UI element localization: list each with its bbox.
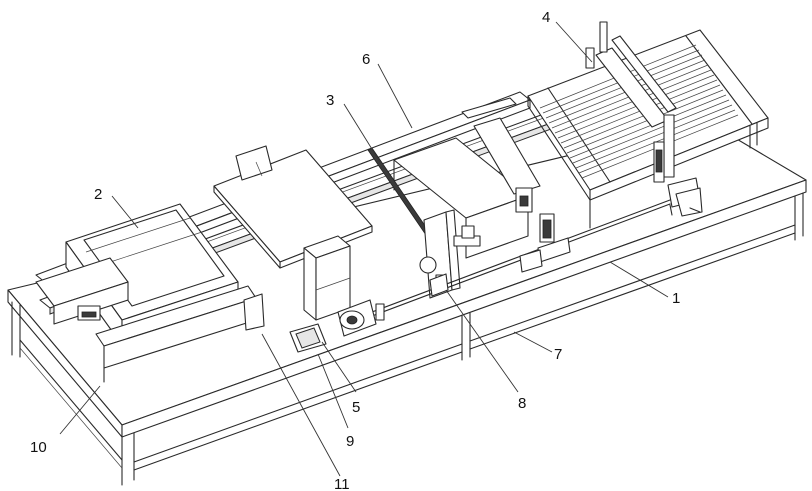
callout-8: 8: [518, 395, 526, 412]
callout-7: 7: [554, 346, 562, 363]
callout-10: 10: [30, 439, 47, 456]
lower-carriage: [35, 257, 257, 383]
callout-11: 11: [334, 476, 350, 491]
callouts: 1 2 3 4 5 6 7 8 9 10 11: [30, 9, 680, 491]
callout-9: 9: [346, 433, 354, 450]
leader-lines: [59, 21, 669, 477]
callout-5: 5: [352, 399, 360, 416]
drive-shaft: [337, 187, 671, 337]
support-column: [243, 235, 351, 331]
control-panel: [289, 323, 327, 353]
press-plate: [213, 145, 373, 269]
cutting-unit: [367, 97, 541, 299]
callout-2: 2: [94, 186, 102, 203]
callout-3: 3: [326, 92, 334, 109]
callout-1: 1: [672, 290, 680, 307]
roller-conveyor: [527, 21, 769, 229]
callout-4: 4: [542, 9, 550, 26]
base-frame: [7, 121, 807, 486]
clamp-assembly: [653, 114, 703, 217]
callout-6: 6: [362, 51, 370, 68]
